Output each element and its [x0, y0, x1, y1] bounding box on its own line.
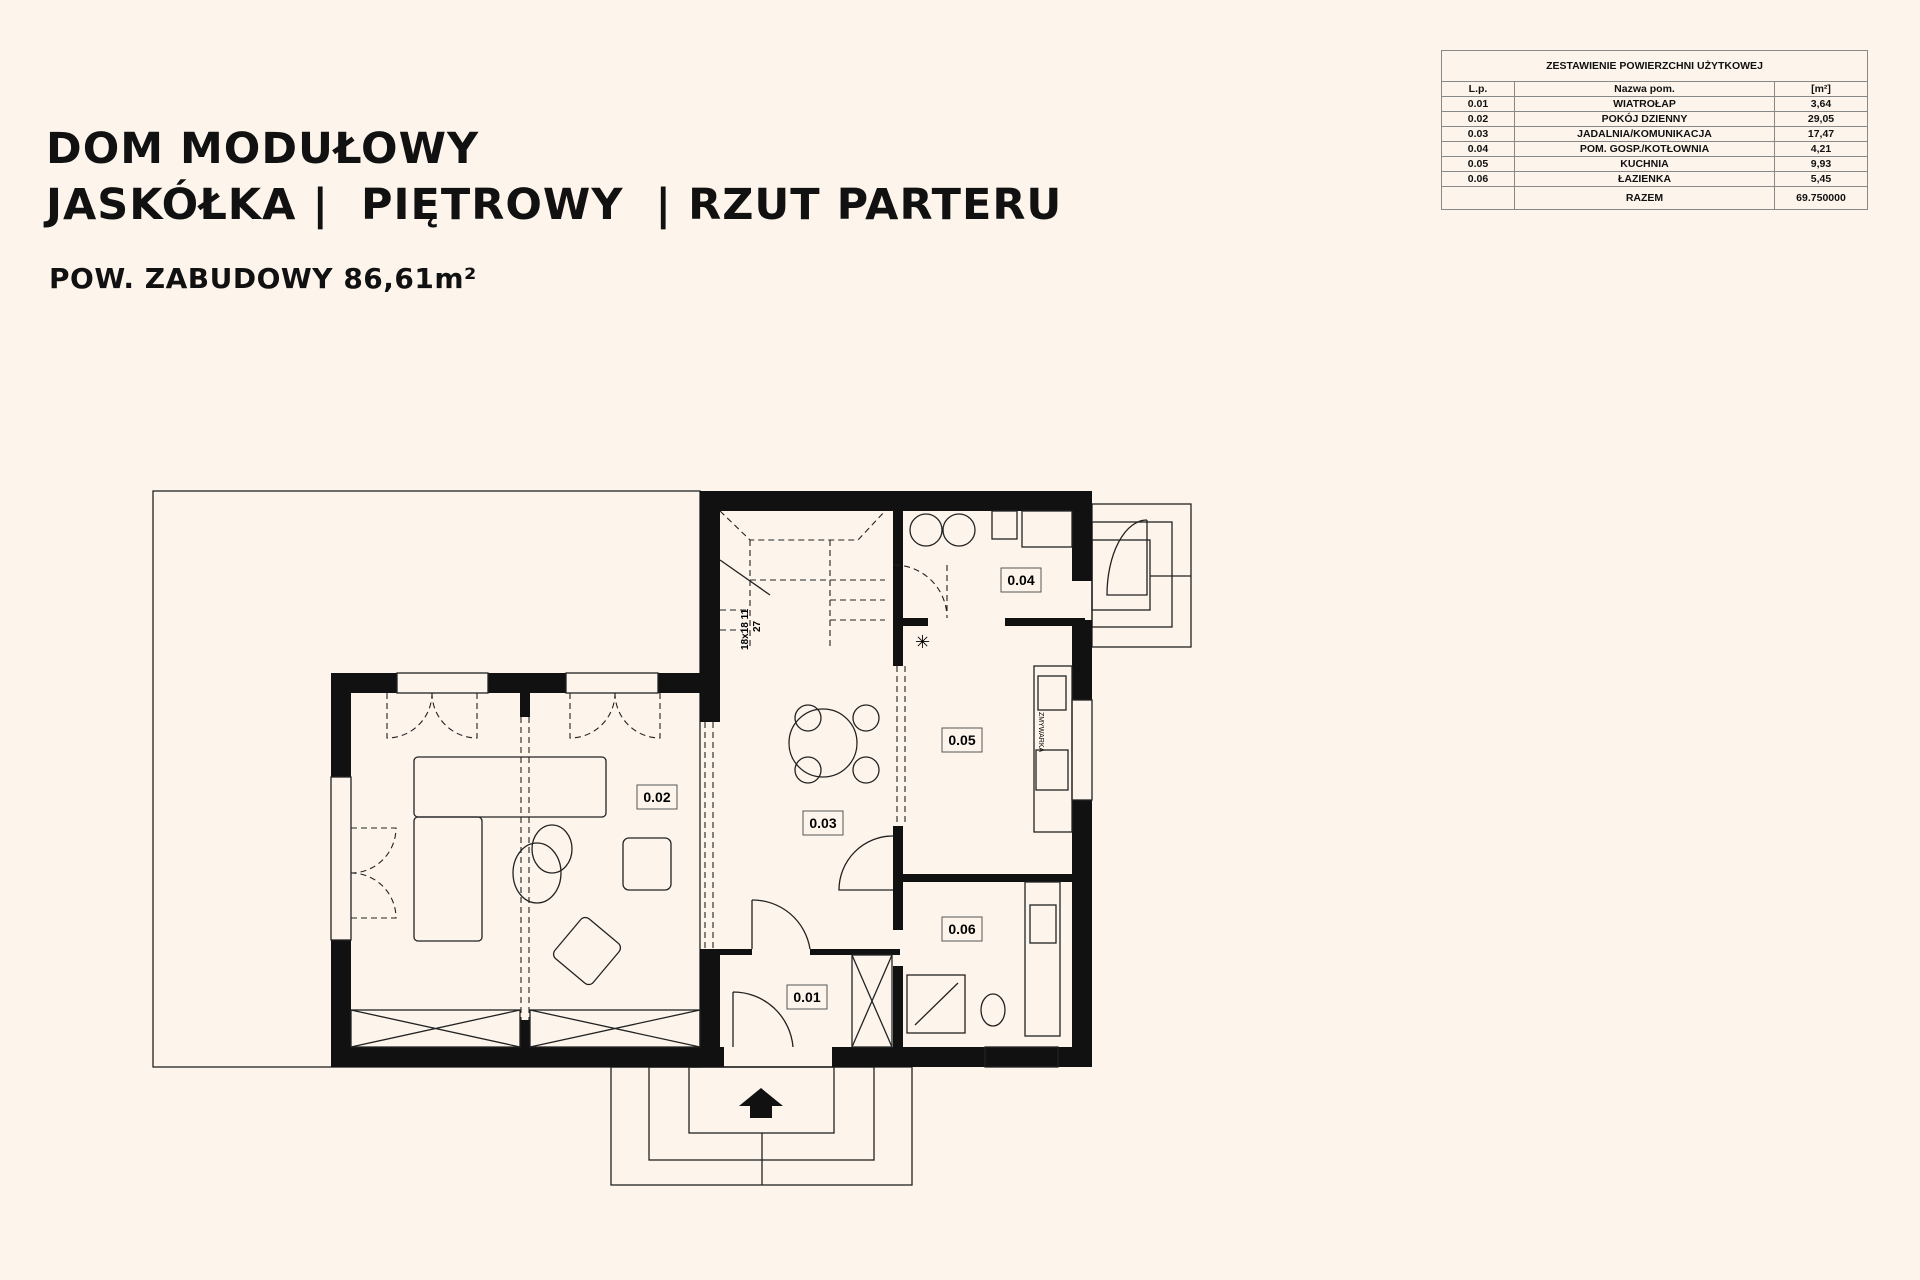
cell-area: 9,93 — [1774, 156, 1868, 172]
stair-label-steps: 27 — [752, 620, 763, 632]
cell-name: WIATROŁAP — [1514, 96, 1775, 112]
svg-text:0.03: 0.03 — [809, 815, 836, 831]
building-area-subtitle: POW. ZABUDOWY 86,61m² — [49, 262, 477, 295]
sofa — [413, 756, 607, 818]
svg-text:0.02: 0.02 — [643, 789, 670, 805]
furniture: ZMYWARKA ✳ — [413, 510, 1073, 1037]
room-label-0.04: 0.04 — [1000, 567, 1042, 593]
washbasin — [1029, 904, 1057, 944]
room-label-0.05: 0.05 — [941, 727, 983, 753]
kitchen-counter — [1033, 665, 1073, 833]
walls — [331, 491, 1092, 1067]
table-header-row: L.p. Nazwa pom. [m²] — [1441, 81, 1868, 97]
room-label-0.03: 0.03 — [802, 810, 844, 836]
header-name: Nazwa pom. — [1514, 81, 1775, 97]
side-entrance — [1091, 503, 1192, 648]
entrance-arrow-icon — [739, 1088, 783, 1118]
table-caption: ZESTAWIENIE POWIERZCHNI UŻYTKOWEJ — [1441, 50, 1868, 82]
svg-text:0.05: 0.05 — [948, 732, 975, 748]
dishwasher-label: ZMYWARKA — [1037, 712, 1044, 753]
total-value: 69.750000 — [1774, 186, 1868, 210]
terrace-outline — [152, 490, 701, 1068]
entrance-porch — [610, 1066, 913, 1186]
header-area: [m²] — [1774, 81, 1868, 97]
title-line-2: JASKÓŁKA | PIĘTROWY | RZUT PARTERU — [46, 180, 1063, 230]
shower — [906, 974, 966, 1034]
sink — [1037, 675, 1067, 711]
module-lines — [520, 666, 906, 1020]
cell-lp: 0.04 — [1441, 141, 1515, 157]
fan-icon: ✳ — [915, 632, 930, 653]
doors — [350, 519, 1148, 1048]
coffee-table — [531, 824, 573, 874]
armchair — [622, 837, 672, 891]
cooktop — [1035, 749, 1069, 791]
stove-icon — [1021, 510, 1073, 548]
svg-text:0.01: 0.01 — [793, 989, 820, 1005]
toilet — [980, 993, 1006, 1027]
room-label-0.06: 0.06 — [941, 916, 983, 942]
dining-table — [788, 708, 858, 778]
stair-label: 18x18 11 — [740, 608, 751, 650]
room-label-0.01: 0.01 — [786, 984, 828, 1010]
total-label: RAZEM — [1514, 186, 1775, 210]
svg-text:0.06: 0.06 — [948, 921, 975, 937]
area-summary-table: ZESTAWIENIE POWIERZCHNI UŻYTKOWEJ L.p. N… — [1441, 50, 1868, 210]
svg-text:0.04: 0.04 — [1007, 572, 1034, 588]
bath-counter — [1024, 881, 1061, 1037]
cell-empty — [1441, 186, 1515, 210]
boiler — [909, 513, 943, 547]
staircase: 18x18 11 27 — [719, 510, 886, 650]
room-label-0.02: 0.02 — [636, 784, 678, 810]
title-line-1: DOM MODUŁOWY — [46, 124, 480, 174]
